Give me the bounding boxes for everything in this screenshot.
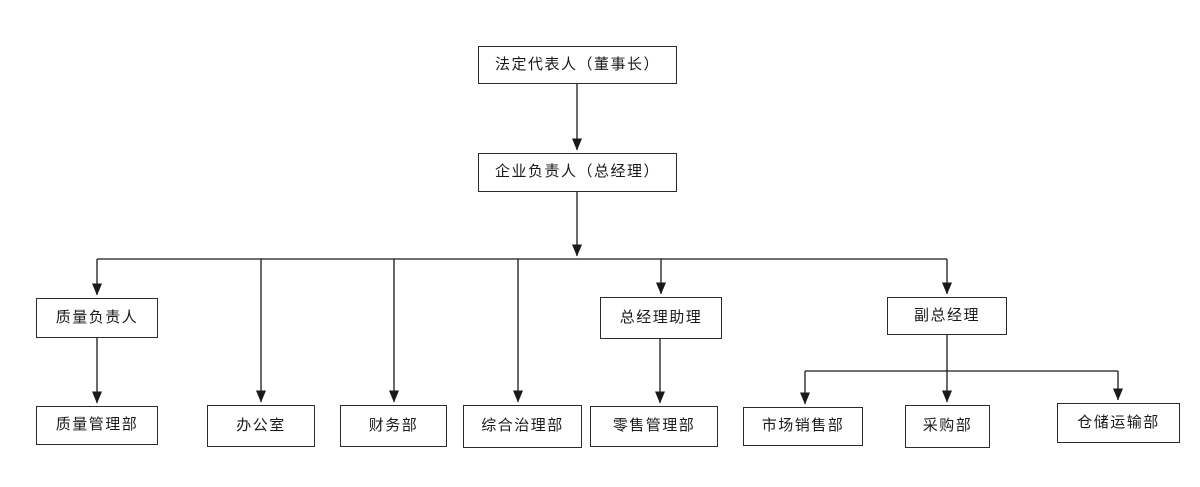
node-label: 质量负责人 <box>55 309 139 326</box>
node-label: 零售管理部 <box>612 418 696 434</box>
node-label: 法定代表人（董事长） <box>494 56 660 73</box>
node-quality-management-dept: 质量管理部 <box>36 406 158 445</box>
node-market-sales-dept: 市场销售部 <box>743 407 863 446</box>
node-label: 采购部 <box>922 418 973 434</box>
node-general-manager: 企业负责人（总经理） <box>478 153 677 192</box>
node-label: 市场销售部 <box>761 418 845 434</box>
node-comprehensive-governance-dept: 综合治理部 <box>463 405 582 448</box>
node-warehouse-transport-dept: 仓储运输部 <box>1057 403 1180 443</box>
node-label: 仓储运输部 <box>1077 414 1160 431</box>
node-purchasing-dept: 采购部 <box>905 405 990 448</box>
node-quality-head: 质量负责人 <box>36 298 158 338</box>
node-label: 综合治理部 <box>481 418 564 434</box>
node-label: 财务部 <box>368 417 419 434</box>
node-label: 质量管理部 <box>55 417 139 433</box>
node-label: 企业负责人（总经理） <box>494 164 660 180</box>
node-label: 副总经理 <box>913 307 980 324</box>
node-label: 总经理助理 <box>619 309 703 326</box>
node-label: 办公室 <box>236 417 286 434</box>
node-finance-dept: 财务部 <box>340 405 447 447</box>
node-retail-management-dept: 零售管理部 <box>590 406 718 447</box>
node-gm-assistant: 总经理助理 <box>600 297 722 339</box>
node-deputy-general-manager: 副总经理 <box>887 297 1007 335</box>
node-office: 办公室 <box>207 405 315 447</box>
node-legal-representative: 法定代表人（董事长） <box>478 46 677 84</box>
